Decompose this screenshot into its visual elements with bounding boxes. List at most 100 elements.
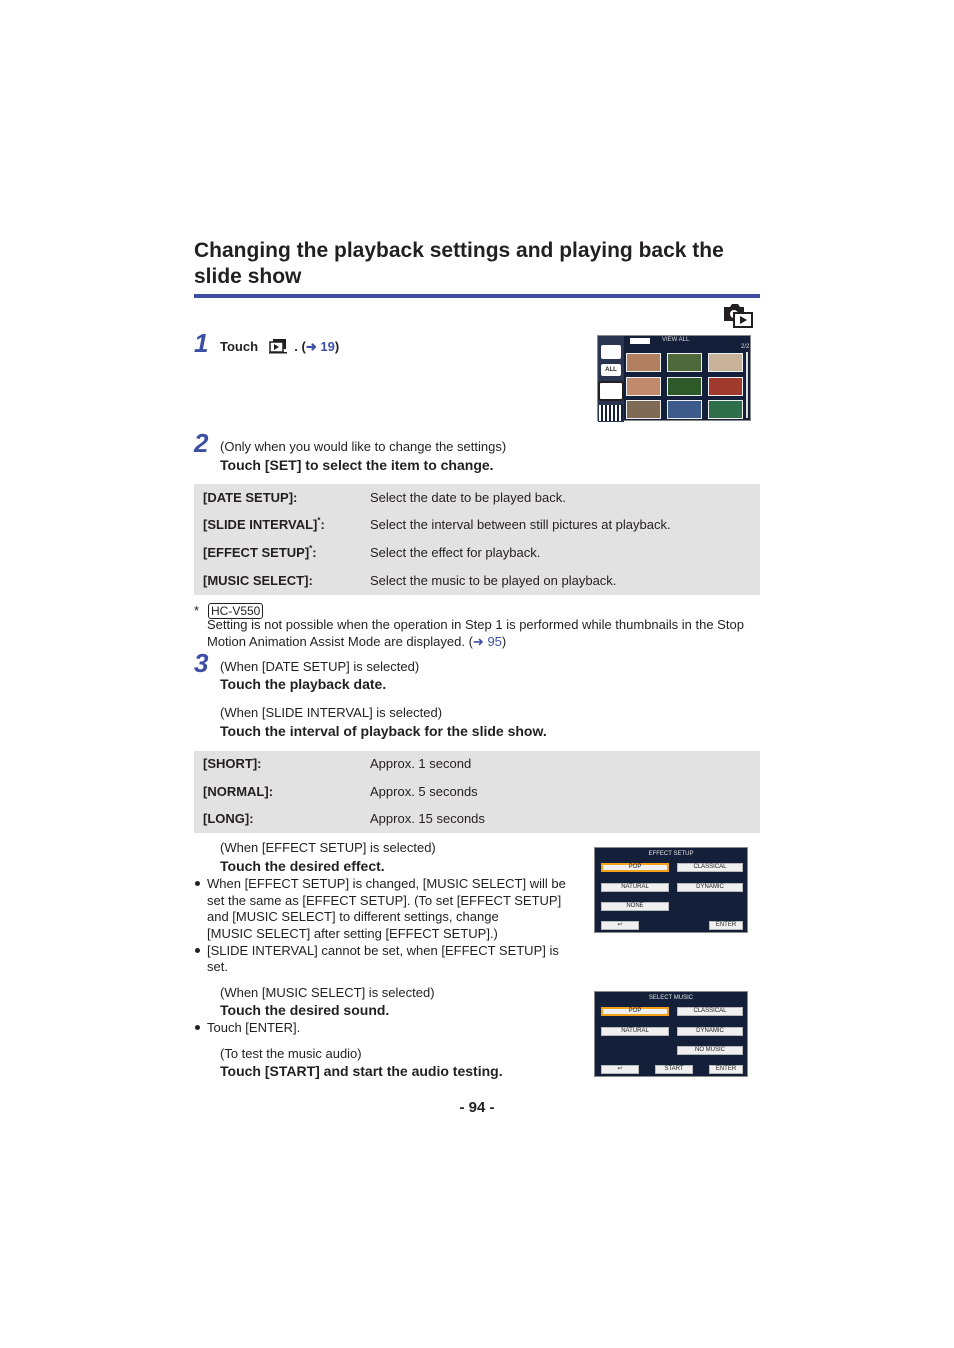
bullet-icon — [195, 1025, 200, 1030]
model-label: HC-V550 — [208, 603, 264, 619]
footnote-line-2: Motion Animation Assist Mode are display… — [207, 633, 506, 650]
row-value: Select the music to be played on playbac… — [370, 573, 617, 588]
interval-note: (When [SLIDE INTERVAL] is selected) — [220, 705, 443, 720]
footnote-line-1: Setting is not possible when the operati… — [207, 617, 744, 632]
pop-button: POP — [601, 863, 669, 872]
effect-instruction: Touch the desired effect. — [220, 858, 385, 874]
effect-bullet-1-line-4: [MUSIC SELECT] after setting [EFFECT SET… — [207, 926, 498, 941]
ref-link-19[interactable]: 19 — [320, 339, 335, 354]
start-button: START — [655, 1065, 693, 1074]
interval-table: [SHORT]: Approx. 1 second [NORMAL]: Appr… — [194, 751, 760, 833]
thumbnail-screen-image: ALL VIEW ALL 2/2 — [597, 335, 751, 422]
footnote-mark: * — [194, 603, 200, 618]
row-key: [SHORT]: — [203, 756, 262, 771]
step-2-note: (Only when you would like to change the … — [220, 439, 507, 454]
back-icon: ↩ — [601, 921, 639, 930]
table-row: [NORMAL]: Approx. 5 seconds — [194, 784, 760, 804]
row-value: Select the date to be played back. — [370, 490, 566, 505]
date-instruction: Touch the playback date. — [220, 676, 387, 692]
row-key: [EFFECT SETUP]*: — [203, 545, 317, 561]
bullet-icon — [195, 948, 200, 953]
scrollbar — [746, 352, 748, 418]
bullet-icon — [195, 881, 200, 886]
dynamic-button: DYNAMIC — [677, 1027, 743, 1036]
page-number: - 94 - — [459, 1099, 495, 1116]
key-colon: : — [320, 517, 325, 532]
dynamic-button: DYNAMIC — [677, 883, 743, 892]
thumbnail — [667, 400, 702, 419]
step-1-number: 1 — [194, 328, 209, 358]
effect-bullet-1-line-3: and [MUSIC SELECT] to different settings… — [207, 909, 499, 924]
thumbnail — [708, 377, 743, 396]
key-colon: : — [312, 545, 317, 560]
row-key: [MUSIC SELECT]: — [203, 573, 313, 588]
camera-icon — [630, 338, 650, 344]
photo-mode-icon — [601, 345, 621, 359]
thumbnail — [708, 400, 743, 419]
effect-bullet-1-line-2: set the same as [EFFECT SETUP]. (To set … — [207, 893, 562, 908]
row-key: [LONG]: — [203, 811, 254, 826]
thumbnail — [626, 377, 661, 396]
camera-playback-mode-icon — [724, 304, 753, 328]
view-all-label: VIEW ALL — [662, 337, 690, 343]
thumbnail — [626, 400, 661, 419]
natural-button: NATURAL — [601, 883, 669, 892]
effect-bullet-2-line-1: [SLIDE INTERVAL] cannot be set, when [EF… — [207, 943, 559, 958]
slideshow-icon — [268, 339, 287, 354]
table-row: [LONG]: Approx. 15 seconds — [194, 811, 760, 831]
date-note: (When [DATE SETUP] is selected) — [220, 659, 420, 674]
thumbnail — [708, 353, 743, 372]
step-3-number: 3 — [194, 648, 209, 678]
ref-arrow: ➜ — [305, 339, 317, 354]
classical-button: CLASSICAL — [677, 863, 743, 872]
key-text: [SLIDE INTERVAL] — [203, 517, 318, 532]
interval-instruction: Touch the interval of playback for the s… — [220, 723, 547, 739]
footnote-text: Motion Animation Assist Mode are display… — [207, 634, 473, 649]
effect-bullet-2-line-2: set. — [207, 959, 228, 974]
settings-table: [DATE SETUP]: Select the date to be play… — [194, 484, 760, 595]
row-value: Select the interval between still pictur… — [370, 517, 671, 532]
key-text: [EFFECT SETUP] — [203, 545, 310, 560]
music-note: (When [MUSIC SELECT] is selected) — [220, 985, 435, 1000]
table-row: [DATE SETUP]: Select the date to be play… — [194, 490, 760, 510]
touch-label: Touch — [220, 339, 259, 354]
effect-note: (When [EFFECT SETUP] is selected) — [220, 840, 436, 855]
ref-suffix: ) — [501, 634, 507, 649]
no-music-button: NO MUSIC — [677, 1046, 743, 1055]
ref-suffix: ) — [334, 339, 340, 354]
enter-button: ENTER — [709, 1065, 743, 1074]
table-row: [MUSIC SELECT]: Select the music to be p… — [194, 573, 760, 593]
page-counter: 2/2 — [741, 344, 750, 350]
ref-link-95[interactable]: 95 — [487, 634, 502, 649]
all-button: ALL — [601, 364, 621, 376]
back-icon: ↩ — [601, 1065, 639, 1074]
ref-arrow: ➜ — [472, 634, 484, 649]
select-music-screen-image: SELECT MUSIC POP CLASSICAL NATURAL DYNAM… — [594, 991, 748, 1077]
none-button: NONE — [601, 902, 669, 911]
title-divider — [194, 294, 760, 298]
pop-button: POP — [601, 1007, 669, 1016]
thumbnail — [667, 353, 702, 372]
step-2-number: 2 — [194, 428, 209, 458]
page-title: Changing the playback settings and playi… — [194, 239, 724, 288]
step-2-instruction: Touch [SET] to select the item to change… — [220, 457, 494, 473]
thumbnail — [667, 377, 702, 396]
music-instruction: Touch the desired sound. — [220, 1002, 390, 1018]
thumbnail — [626, 353, 661, 372]
table-row: [SLIDE INTERVAL]*: Select the interval b… — [194, 517, 760, 537]
scroll-strip — [599, 405, 623, 421]
effect-bullet-1-line-1: When [EFFECT SETUP] is changed, [MUSIC S… — [207, 876, 566, 891]
screen-title: SELECT MUSIC — [648, 995, 694, 1001]
classical-button: CLASSICAL — [677, 1007, 743, 1016]
footnote-star: * — [317, 516, 321, 525]
row-value: Select the effect for playback. — [370, 545, 541, 560]
row-value: Approx. 15 seconds — [370, 811, 485, 826]
ref-prefix: . ( — [294, 339, 306, 354]
enter-button: ENTER — [709, 921, 743, 930]
slideshow-button-highlight — [598, 381, 624, 401]
row-value: Approx. 1 second — [370, 756, 472, 771]
test-instruction: Touch [START] and start the audio testin… — [220, 1063, 503, 1079]
music-bullet: Touch [ENTER]. — [207, 1020, 301, 1035]
test-note: (To test the music audio) — [220, 1046, 362, 1061]
row-key: [SLIDE INTERVAL]*: — [203, 516, 325, 533]
